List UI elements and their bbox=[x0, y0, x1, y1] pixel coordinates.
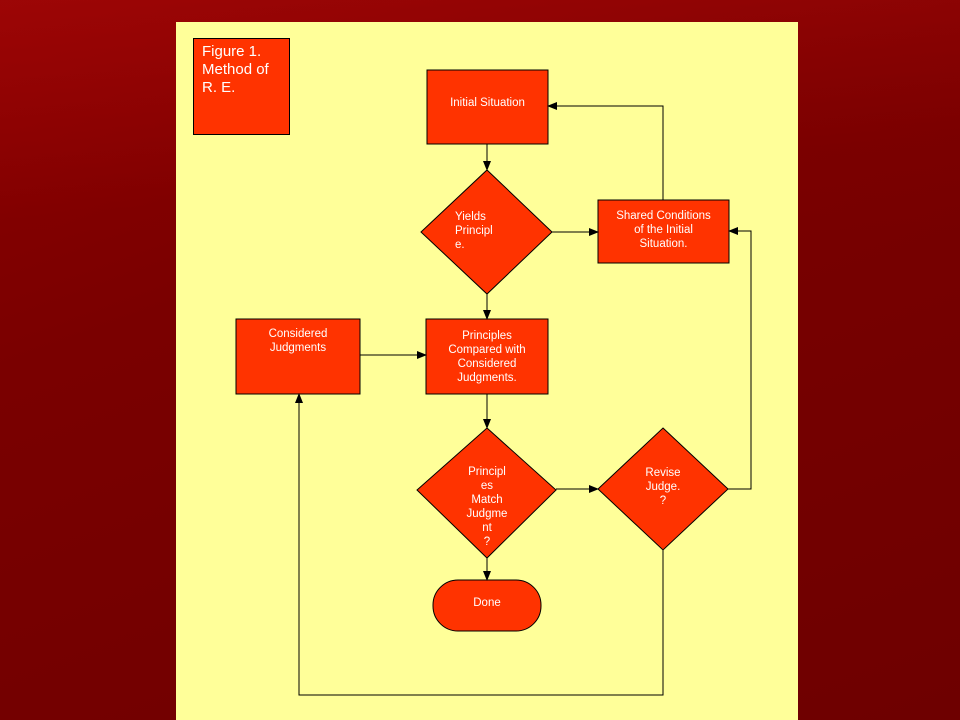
arrow-revise-to-judgments bbox=[295, 393, 664, 696]
node-done bbox=[432, 579, 542, 632]
node-considered-judgments bbox=[235, 318, 361, 395]
node-shared-conditions bbox=[597, 199, 730, 264]
node-principles-match bbox=[416, 427, 557, 559]
arrow-shared-to-initial bbox=[547, 102, 664, 200]
node-principles-compared bbox=[425, 318, 549, 395]
figure-label-text: Figure 1. Method of R. E. bbox=[202, 43, 269, 96]
arrow-revise-to-shared bbox=[728, 227, 752, 490]
figure-label-box: Figure 1. Method of R. E. bbox=[193, 38, 290, 135]
node-yields-principle bbox=[420, 169, 553, 295]
node-initial-situation bbox=[426, 69, 549, 145]
node-revise-judge bbox=[597, 427, 729, 551]
